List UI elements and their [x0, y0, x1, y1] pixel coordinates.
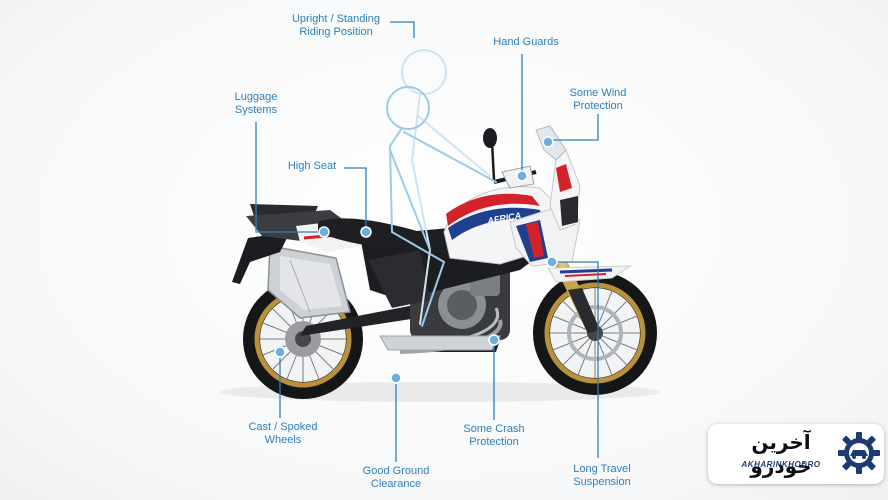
label-ground-clearance: Good Ground Clearance: [352, 465, 440, 491]
seated-rider-figure: [386, 86, 497, 327]
rider-figures: [386, 49, 497, 327]
seat: [318, 218, 458, 249]
label-riding-position-line1: Upright / Standing: [291, 13, 381, 25]
muffler: [267, 245, 351, 319]
callout-line-suspension: [552, 261, 599, 458]
logo-text-persian: آخرین خودرو: [750, 430, 812, 478]
gear-car-icon: [838, 432, 880, 474]
label-suspension: Long Travel Suspension: [560, 463, 644, 489]
front-wheel: [533, 271, 657, 395]
callout-dot-luggage: [318, 226, 330, 238]
callout-dot-crash: [488, 334, 500, 346]
label-wheels-line2: Wheels: [264, 434, 302, 446]
watermark-logo: آخرین خودرو AKHARINKHODRO: [708, 424, 884, 484]
label-hand-guards-line1: Hand Guards: [493, 36, 559, 48]
label-hand-guards: Hand Guards: [480, 36, 572, 49]
callout-dot-wind: [542, 136, 554, 148]
label-luggage-systems-line1: Luggage: [234, 91, 278, 103]
label-crash-protection-line2: Protection: [469, 436, 519, 448]
label-wheels-line1: Cast / Spoked: [248, 421, 318, 433]
callout-line-luggage: [255, 122, 322, 233]
callout-dot-high-seat: [360, 226, 372, 238]
label-ground-clearance-line1: Good Ground: [362, 465, 430, 477]
callout-lines: [255, 21, 599, 462]
label-high-seat-line1: High Seat: [287, 160, 337, 172]
callout-line-high-seat: [344, 167, 367, 230]
label-luggage-systems-line2: Systems: [234, 104, 278, 116]
label-riding-position-line2: Riding Position: [299, 26, 373, 38]
handlebar: [483, 128, 537, 189]
label-crash-protection-line1: Some Crash: [463, 423, 525, 435]
callout-dot-suspension: [546, 256, 558, 268]
label-luggage-systems: Luggage Systems: [224, 91, 288, 117]
label-suspension-line1: Long Travel: [573, 463, 631, 475]
callout-dot-hand-guards: [516, 170, 528, 182]
label-crash-protection: Some Crash Protection: [452, 423, 536, 449]
callout-line-riding-position: [390, 21, 415, 38]
label-wind-protection: Some Wind Protection: [560, 87, 636, 113]
label-wind-protection-line2: Protection: [573, 100, 623, 112]
callout-dots: [274, 136, 558, 384]
label-high-seat: High Seat: [280, 160, 344, 173]
swingarm: [300, 300, 444, 336]
logo-text-english: AKHARINKHODRO: [741, 460, 821, 469]
label-ground-clearance-line2: Clearance: [370, 478, 422, 490]
callout-dot-clearance: [390, 372, 402, 384]
front-cowl: [549, 149, 581, 231]
label-riding-position: Upright / Standing Riding Position: [288, 13, 384, 39]
label-wheels: Cast / Spoked Wheels: [238, 421, 328, 447]
skid-plate: [379, 335, 501, 351]
label-wind-protection-line1: Some Wind: [569, 87, 627, 99]
label-suspension-line2: Suspension: [573, 476, 631, 488]
callout-dot-wheels: [274, 346, 286, 358]
callout-line-wind: [550, 114, 599, 141]
